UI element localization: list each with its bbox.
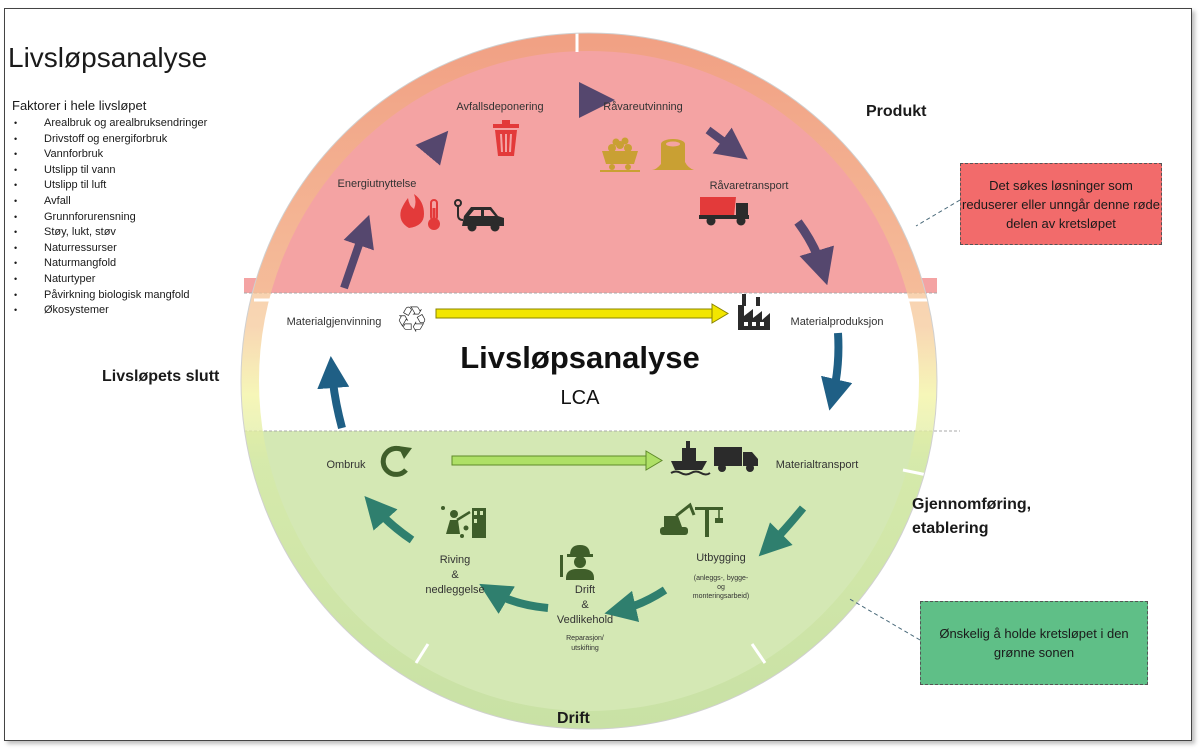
outer-ring: [241, 33, 937, 729]
label-construction-note-2: og: [717, 584, 725, 591]
arrow-to-construction: [758, 505, 807, 557]
zone-label-product: Produkt: [866, 103, 927, 120]
label-operation-note: Reparasjon/: [566, 635, 604, 642]
label-raw-extraction: Råvareutvinning: [603, 101, 683, 113]
label-energy-use: Energiutnyttelse: [338, 178, 417, 190]
construction-icon: [660, 502, 723, 537]
trash-bin-icon: [493, 120, 519, 156]
arrow-recycling-to-production: [435, 303, 729, 324]
arrow-to-recycling: [317, 356, 350, 430]
arrow-production-down: [821, 332, 853, 411]
svg-text:♲: ♲: [396, 299, 428, 340]
factor-item: Naturmangfold: [12, 256, 207, 272]
label-material-production: Materialproduksjon: [791, 316, 884, 328]
arrow-to-waste: [415, 130, 449, 166]
label-operation-2: Vedlikehold: [557, 614, 613, 626]
page-title: Livsløpsanalyse: [8, 42, 208, 73]
callout-red-connector: [915, 199, 961, 227]
factor-item: Arealbruk og arealbruksendringer: [12, 116, 207, 132]
zone-label-operation: Drift: [557, 710, 590, 727]
label-material-transport: Materialtransport: [776, 459, 859, 471]
factor-item: Utslipp til vann: [12, 163, 207, 179]
arrow-to-operation: [604, 586, 668, 623]
tree-stump-icon: [652, 139, 694, 170]
label-material-recycling: Materialgjenvinning: [287, 316, 382, 328]
label-waste-disposal: Avfallsdeponering: [456, 101, 543, 113]
factor-item: Støy, lukt, støv: [12, 225, 207, 241]
arrow-to-reuse: [364, 496, 415, 544]
arrow-raw-to-transport: [705, 126, 748, 160]
label-operation-note-2: utskifting: [571, 645, 599, 652]
arrow-reuse-to-transport: [451, 450, 663, 471]
factor-item: Avfall: [12, 194, 207, 210]
factor-item: Drivstoff og energiforbruk: [12, 132, 207, 148]
center-title: Livsløpsanalyse: [460, 340, 700, 375]
ship-icon: [670, 441, 711, 476]
factors-title: Faktorer i hele livsløpet: [12, 98, 147, 113]
zone-red-extension: [244, 278, 937, 293]
label-reuse: Ombruk: [326, 459, 366, 471]
label-demolition-2: nedleggelse: [425, 584, 484, 596]
factor-item: Naturressurser: [12, 241, 207, 257]
callout-red: Det søkes løsninger som reduserer eller …: [960, 163, 1162, 245]
demolition-icon: [441, 506, 486, 538]
arrow-transport-down: [794, 219, 834, 286]
label-construction: Utbygging: [696, 552, 746, 564]
label-construction-note-3: monteringsarbeid): [693, 593, 749, 600]
factory-icon: [738, 294, 770, 330]
center-subtitle: LCA: [561, 387, 601, 409]
label-operation: Drift: [575, 584, 595, 596]
truck-icon: [699, 197, 749, 226]
factor-item: Vannforbruk: [12, 147, 207, 163]
mine-cart-icon: [600, 137, 640, 172]
zone-label-end-of-life: Livsløpets slutt: [102, 368, 220, 385]
label-construction-note: (anleggs-, bygge-: [694, 575, 749, 582]
worker-icon: [560, 545, 594, 580]
outer-edge: [240, 32, 938, 730]
factors-list: Arealbruk og arealbruksendringer Drivsto…: [12, 116, 207, 319]
recycle-icon: ♲: [396, 299, 428, 340]
arrow-energy-up: [340, 214, 374, 290]
electric-car-icon: [454, 199, 504, 232]
factor-item: Utslipp til luft: [12, 178, 207, 194]
thermometer-icon: [428, 199, 440, 230]
factor-item: Naturtyper: [12, 272, 207, 288]
label-raw-transport: Råvaretransport: [710, 180, 789, 192]
callout-green-connector: [847, 597, 921, 641]
callout-green: Ønskelig å holde kretsløpet i den grønne…: [920, 601, 1148, 685]
flame-icon: [400, 194, 424, 228]
label-demolition: Riving: [440, 554, 471, 566]
zone-red: [241, 33, 937, 293]
lorry-icon: [714, 447, 758, 472]
factor-item: Økosystemer: [12, 303, 207, 319]
factor-item: Påvirkning biologisk mangfold: [12, 288, 207, 304]
arrow-to-demolition: [479, 583, 549, 614]
factor-item: Grunnforurensning: [12, 210, 207, 226]
label-demolition-amp: &: [451, 569, 459, 581]
reuse-icon: [380, 445, 412, 477]
label-operation-amp: &: [581, 599, 589, 611]
zone-label-construction: Gjennomføring, etablering: [912, 496, 1032, 537]
